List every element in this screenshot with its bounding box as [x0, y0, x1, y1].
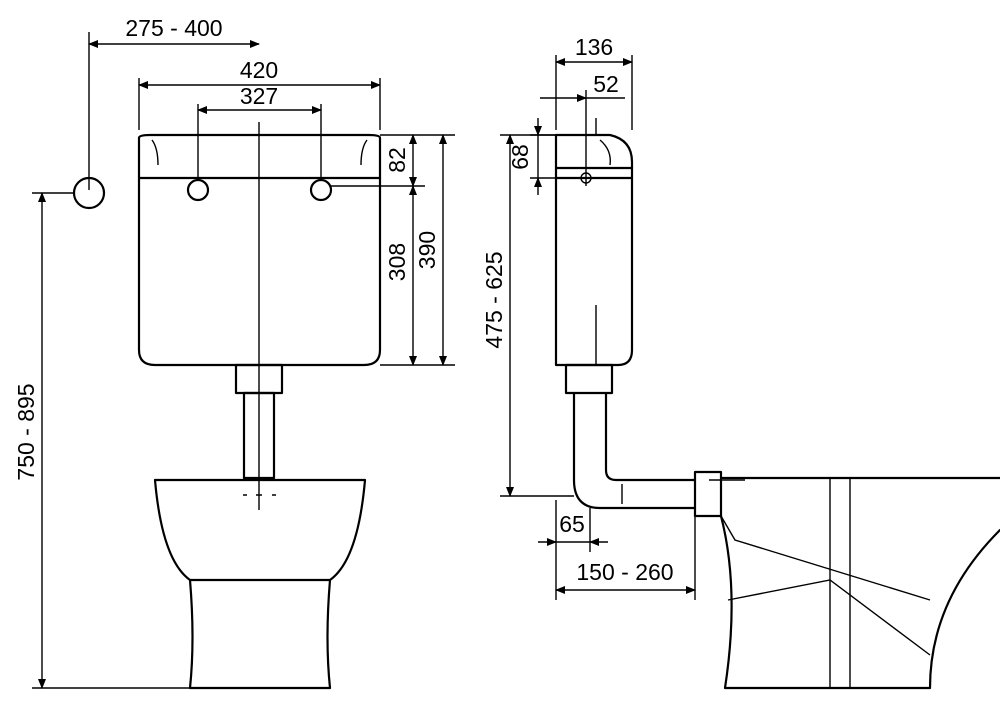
svg-text:136: 136 — [575, 34, 613, 60]
svg-text:750 - 895: 750 - 895 — [13, 383, 39, 480]
dim-button-spacing: 327 — [197, 83, 322, 180]
front-flush-pipe — [234, 363, 284, 480]
dim-front-inlet-offset: 275 - 400 — [88, 15, 260, 48]
svg-text:150 - 260: 150 - 260 — [576, 559, 673, 585]
dim-tank-width: 420 — [138, 57, 381, 130]
svg-text:65: 65 — [559, 511, 585, 537]
svg-text:275 - 400: 275 - 400 — [125, 15, 222, 41]
flush-button-right-icon — [309, 178, 333, 202]
svg-text:82: 82 — [384, 147, 410, 173]
front-toilet-bowl — [153, 478, 367, 690]
side-view: 136 52 68 475 - 625 65 — [481, 34, 1000, 690]
dim-side-pipe-height: 475 - 625 — [481, 134, 574, 497]
flush-button-left-icon — [186, 178, 210, 202]
dim-side-depth: 136 — [555, 34, 633, 130]
side-toilet-bowl — [719, 476, 1000, 690]
water-inlet-icon — [72, 32, 106, 210]
dim-side-inlet-height: 68 — [507, 118, 578, 195]
svg-text:52: 52 — [593, 71, 619, 97]
svg-text:327: 327 — [240, 83, 278, 109]
dim-tank-vertical: 82 308 390 — [380, 134, 455, 366]
dim-bowl-offset: 150 - 260 — [555, 516, 696, 600]
front-cistern — [137, 122, 382, 510]
side-cistern — [554, 118, 634, 367]
dim-pipe-offset: 65 — [538, 500, 608, 600]
svg-text:308: 308 — [384, 243, 410, 281]
dim-side-inlet-depth: 52 — [540, 71, 625, 170]
side-flush-pipe — [564, 363, 745, 518]
front-view: 275 - 400 420 327 82 308 390 — [13, 15, 455, 690]
svg-text:68: 68 — [507, 144, 533, 170]
svg-text:390: 390 — [414, 231, 440, 269]
svg-text:475 - 625: 475 - 625 — [481, 251, 507, 348]
side-inlet-icon — [578, 170, 594, 186]
dim-install-height: 750 - 895 — [13, 192, 330, 689]
svg-text:420: 420 — [240, 57, 278, 83]
